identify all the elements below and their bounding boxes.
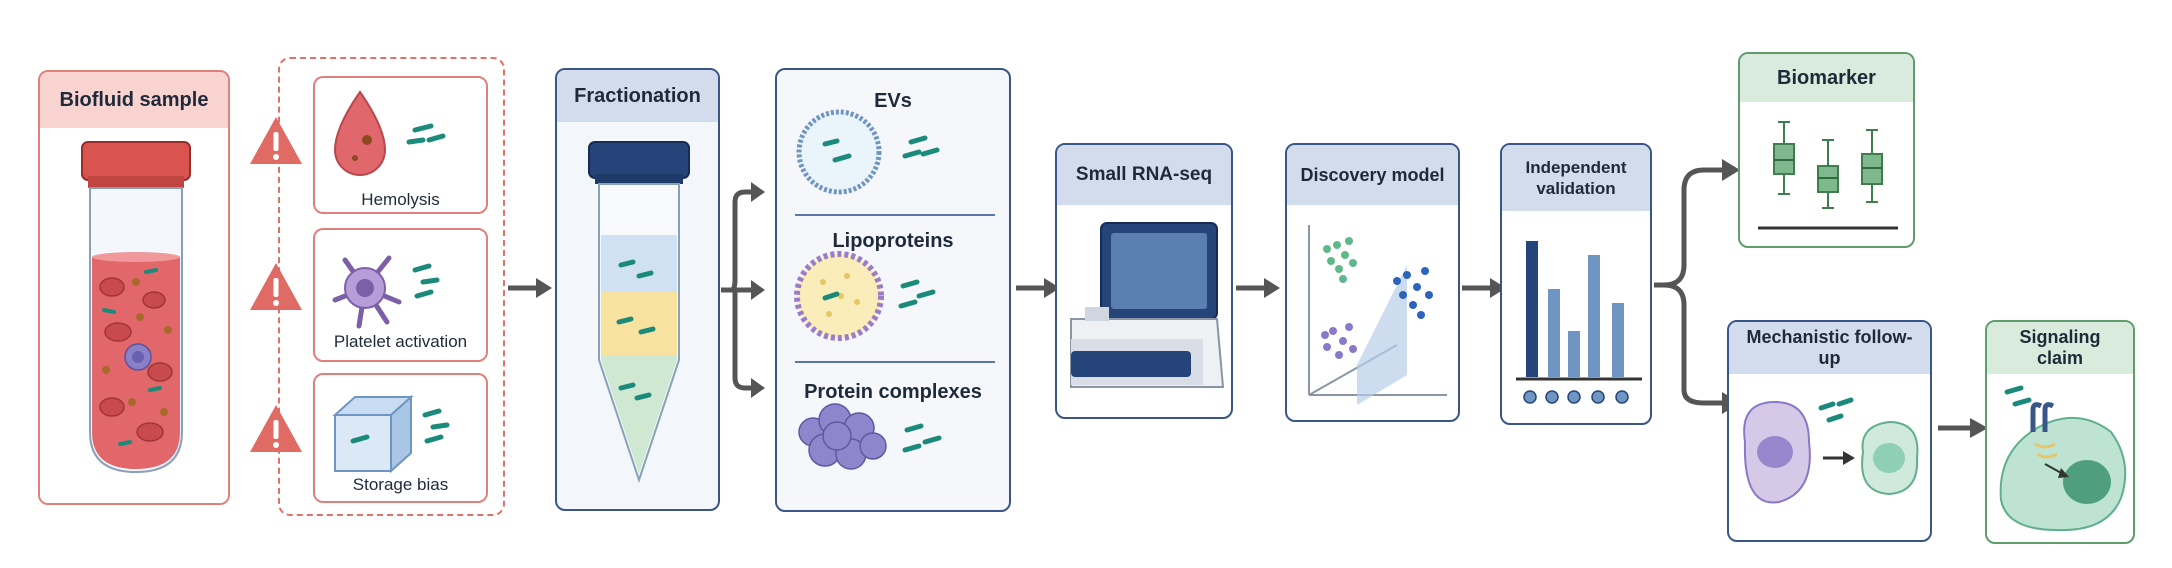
fraction-icons	[794, 109, 995, 470]
sequencer-icon	[1070, 222, 1225, 388]
fraction-label: Lipoproteins	[832, 230, 954, 252]
flow-arrow	[1236, 278, 1280, 298]
confounder-hemolysis-card: Hemolysis	[313, 76, 488, 214]
biofluid-sample-title: Biofluid sample	[59, 88, 209, 111]
warning-triangle-icon	[250, 117, 302, 164]
signaling-claim-panel: Signaling claim	[1985, 320, 2135, 544]
confounder-label: Platelet activation	[333, 332, 468, 351]
independent-validation-panel: Independent validation	[1500, 143, 1652, 425]
small-rna-seq-panel: Small RNA-seq	[1055, 143, 1233, 419]
validation-header: Independent validation	[1502, 145, 1650, 211]
split-arrows	[1654, 159, 1740, 414]
confounder-storage-card: Storage bias	[313, 373, 488, 503]
mechanistic-header: Mechanistic follow-up	[1729, 322, 1930, 374]
fractionation-header: Fractionation	[557, 70, 718, 122]
blood-tube-icon	[81, 141, 191, 474]
confounder-label: Storage bias	[352, 475, 449, 494]
lipoprotein-icon	[794, 251, 936, 341]
discovery-model-panel: Discovery model	[1285, 143, 1460, 422]
branch-arrows	[721, 182, 765, 398]
fraction-label: Protein complexes	[804, 381, 982, 403]
protein-complex-icon	[798, 403, 887, 470]
vesicle-icon	[796, 109, 940, 195]
centrifuge-tube-icon	[588, 141, 690, 484]
discovery-model-header: Discovery model	[1287, 145, 1458, 205]
small-rna-seq-header: Small RNA-seq	[1057, 145, 1231, 205]
validation-title-line1: Independent	[1525, 158, 1627, 177]
biofluid-sample-header: Biofluid sample	[40, 72, 228, 128]
validation-title-line2: validation	[1536, 179, 1616, 198]
confounder-label: Hemolysis	[361, 190, 440, 209]
fractions-panel: EVs	[775, 68, 1011, 512]
biofluid-sample-panel: Biofluid sample	[38, 70, 230, 505]
flow-arrow	[1938, 418, 1988, 438]
warning-triangle-icon	[250, 405, 302, 452]
storage-cube-icon	[332, 394, 450, 474]
flow-arrow	[508, 278, 552, 298]
fractionation-panel: Fractionation	[555, 68, 720, 511]
cluster-plot-icon	[1308, 225, 1447, 405]
fractionation-title: Fractionation	[574, 84, 701, 107]
blood-drop-icon	[333, 90, 446, 176]
flow-arrow	[1462, 278, 1506, 298]
cell-transfer-icon	[1743, 397, 1919, 504]
signaling-title: Signaling claim	[2019, 327, 2101, 368]
bar-chart-icon	[1516, 241, 1642, 404]
warning-triangle-icon	[250, 263, 302, 310]
mechanistic-title: Mechanistic follow-up	[1746, 327, 1913, 368]
discovery-model-title: Discovery model	[1300, 164, 1445, 185]
mechanistic-panel: Mechanistic follow-up	[1727, 320, 1932, 542]
flow-arrow	[1016, 278, 1060, 298]
small-rna-seq-title: Small RNA-seq	[1075, 164, 1213, 185]
confounder-platelet-card: Platelet activation	[313, 228, 488, 362]
boxplot-icon	[1758, 121, 1898, 230]
biomarker-header: Biomarker	[1740, 54, 1913, 102]
platelet-icon	[332, 255, 440, 329]
receptor-cell-icon	[1999, 385, 2127, 532]
biomarker-title: Biomarker	[1777, 66, 1876, 89]
biomarker-panel: Biomarker	[1738, 52, 1915, 248]
signaling-header: Signaling claim	[1987, 322, 2133, 374]
fraction-label: EVs	[874, 90, 912, 112]
